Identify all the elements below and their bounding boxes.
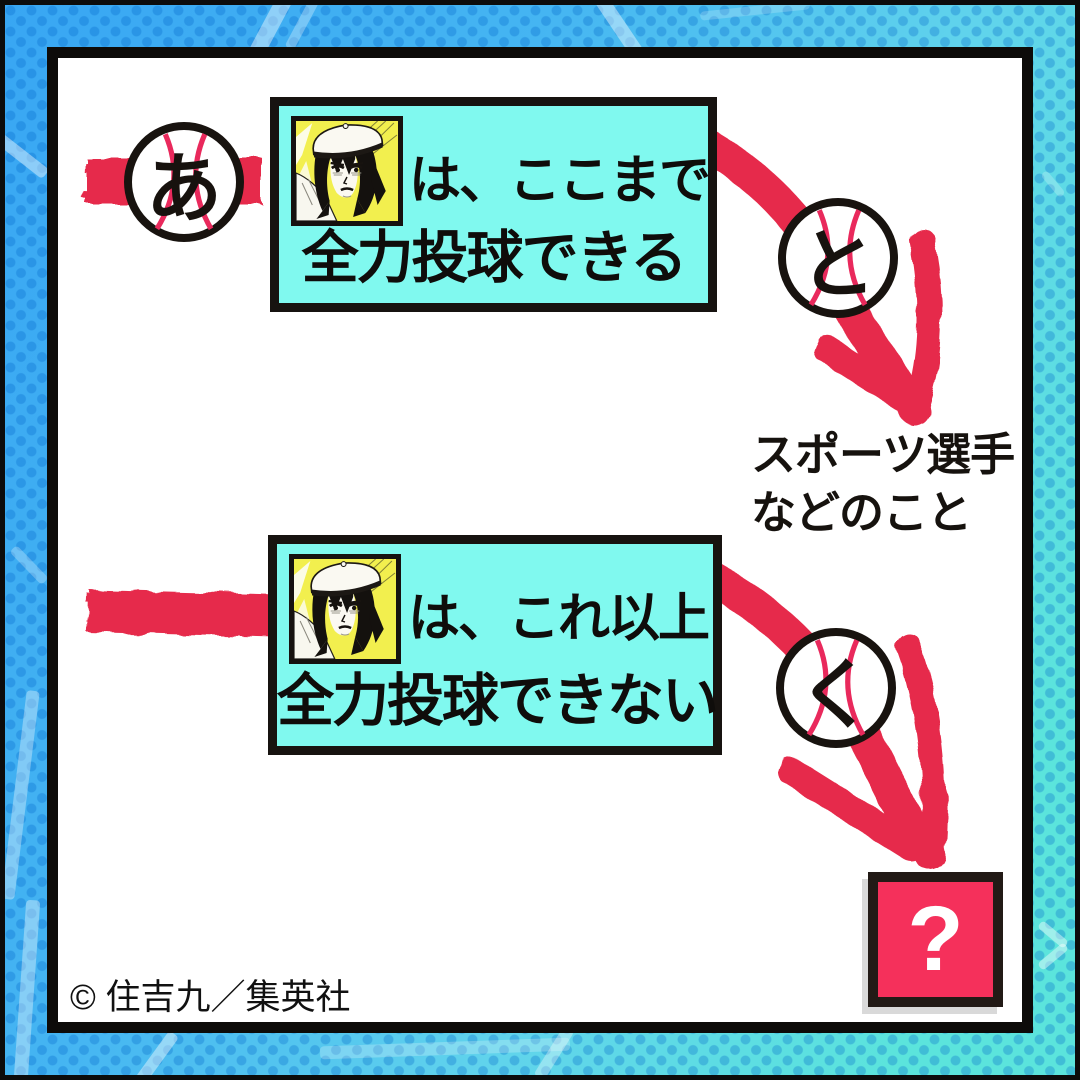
baseball-marker-to: と <box>778 198 898 318</box>
athlete-note-line-2: などのこと <box>751 485 972 539</box>
card-2-text-line-2: 全力投球できない <box>277 667 719 734</box>
question-mark-label: ? <box>907 888 964 990</box>
baseball-marker-ku: く <box>776 628 896 748</box>
statement-card-1: は、ここまで 全力投球できる <box>270 97 717 312</box>
marker-ku-label: く <box>798 650 874 739</box>
marker-to-label: と <box>800 220 876 309</box>
marker-a-label: あ <box>146 144 222 233</box>
athlete-note: スポーツ選手 などのこと <box>751 426 1015 541</box>
card-1-text-line-1: は、ここまで <box>409 150 711 211</box>
card-1-text-line-2: 全力投球できる <box>301 224 688 291</box>
athlete-note-line-1: スポーツ選手 <box>751 428 1015 481</box>
question-result-box: ? <box>868 872 1003 1007</box>
copyright-notice: © 住吉九／集英社 <box>70 978 351 1017</box>
character-portrait-icon <box>291 116 403 226</box>
baseball-marker-a: あ <box>124 122 244 242</box>
character-portrait-icon <box>289 554 401 664</box>
statement-card-2: は、これ以上 全力投球できない <box>268 535 722 755</box>
card-2-text-line-1: は、これ以上 <box>407 588 710 649</box>
